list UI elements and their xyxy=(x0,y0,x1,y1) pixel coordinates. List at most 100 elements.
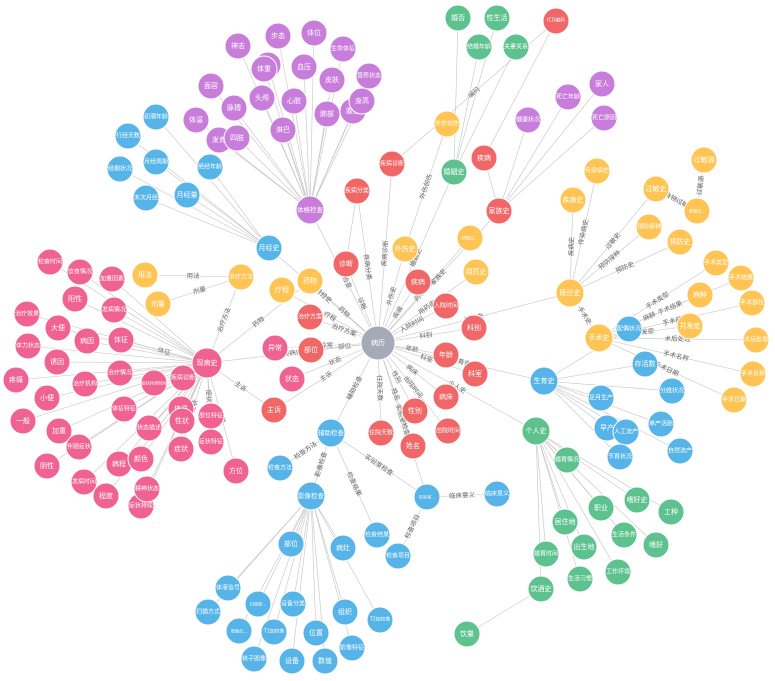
node-n_p3[interactable]: 加重因素 xyxy=(98,265,126,293)
node-circle[interactable] xyxy=(66,258,94,286)
node-circle[interactable] xyxy=(260,396,288,424)
node-n_yingxiangjiancha[interactable]: 影像检查 xyxy=(296,481,326,511)
node-n_chuanranbing[interactable]: 传染病史 xyxy=(583,157,611,185)
node-n_i1[interactable]: 部位 xyxy=(277,530,305,558)
node-n_j1[interactable]: 疾病 xyxy=(470,144,498,172)
node-circle[interactable] xyxy=(191,347,223,379)
node-n_p15[interactable]: 加重 xyxy=(45,417,73,445)
node-n_jianchaxiangmu[interactable]: 检查项目 xyxy=(384,542,412,570)
node-circle[interactable] xyxy=(343,177,371,205)
node-circle[interactable] xyxy=(742,326,770,354)
node-circle[interactable] xyxy=(296,481,326,511)
node-n_i10[interactable]: 数值 xyxy=(311,647,339,675)
node-circle[interactable] xyxy=(227,263,255,291)
node-circle[interactable] xyxy=(44,314,72,342)
node-circle[interactable] xyxy=(110,395,138,423)
node-n_p7[interactable]: 大便 xyxy=(44,314,72,342)
node-circle[interactable] xyxy=(666,437,694,465)
node-circle[interactable] xyxy=(587,384,615,412)
node-n_yufang[interactable]: 预防史 xyxy=(666,228,694,256)
node-circle[interactable] xyxy=(676,312,704,340)
node-circle[interactable] xyxy=(606,443,634,471)
node-n_v4[interactable]: 体位 xyxy=(300,19,328,47)
node-n_i2[interactable]: 病灶 xyxy=(329,534,357,562)
node-n_jianchajieguo[interactable]: 检查结果 xyxy=(363,521,391,549)
node-circle[interactable] xyxy=(434,417,462,445)
node-circle[interactable] xyxy=(583,157,611,185)
node-n_v6[interactable]: 体温 xyxy=(182,106,210,134)
node-circle[interactable] xyxy=(131,261,159,289)
node-circle[interactable] xyxy=(279,590,307,618)
node-circle[interactable] xyxy=(144,290,172,318)
node-n_v11[interactable]: 营养状态 xyxy=(355,62,383,90)
node-n_jianchafangfa[interactable]: 检查方法 xyxy=(266,454,294,482)
node-circle[interactable] xyxy=(182,106,210,134)
node-circle[interactable] xyxy=(107,326,135,354)
node-circle[interactable] xyxy=(297,336,325,364)
node-n_p30[interactable]: 治疗情况 xyxy=(106,359,134,387)
node-circle[interactable] xyxy=(348,87,376,115)
node-circle[interactable] xyxy=(553,446,581,474)
node-n_p5[interactable]: 发病情况 xyxy=(100,296,128,324)
node-n_guomin[interactable]: 过敏源 xyxy=(690,146,718,174)
node-n_b4[interactable]: 经期状况 xyxy=(106,155,134,183)
node-n_yichang[interactable]: 异常 xyxy=(261,334,289,362)
node-circle[interactable] xyxy=(197,402,225,430)
node-n_kebie[interactable]: 科别 xyxy=(460,314,488,342)
node-n_s3[interactable]: 存活数 xyxy=(631,350,659,378)
node-circle[interactable] xyxy=(290,53,318,81)
node-n_g4[interactable]: 工种 xyxy=(657,498,685,526)
node-circle[interactable] xyxy=(658,377,686,405)
node-circle[interactable] xyxy=(45,417,73,445)
node-n_g9[interactable]: 工作环境 xyxy=(604,558,632,586)
node-n_v18[interactable]: 淋巴 xyxy=(269,116,297,144)
node-n_zhiliaofangan[interactable]: 治疗方案 xyxy=(296,303,324,331)
node-center[interactable]: 病历 xyxy=(360,325,396,361)
node-circle[interactable] xyxy=(295,195,325,225)
node-circle[interactable] xyxy=(260,618,288,646)
node-n_tizheng[interactable]: 体征 xyxy=(107,326,135,354)
node-circle[interactable] xyxy=(338,634,366,662)
node-circle[interactable] xyxy=(378,150,406,178)
node-n_linchuang[interactable]: 临床意义 xyxy=(483,480,511,508)
node-circle[interactable] xyxy=(391,235,419,263)
node-n_g11[interactable]: 生活习惯 xyxy=(566,565,594,593)
node-n_p22[interactable]: 体征特征 xyxy=(110,395,138,423)
node-circle[interactable] xyxy=(332,250,360,278)
node-circle[interactable] xyxy=(70,468,98,496)
node-circle[interactable] xyxy=(240,645,268,673)
node-n_v20[interactable]: 身高 xyxy=(348,87,376,115)
node-n_v5[interactable]: 生命体征 xyxy=(329,35,357,63)
node-circle[interactable] xyxy=(587,494,615,522)
node-n_v15[interactable]: 肺部 xyxy=(313,100,341,128)
node-circle[interactable] xyxy=(61,285,89,313)
node-n_h4[interactable]: 夫妻关系 xyxy=(502,33,530,61)
node-circle[interactable] xyxy=(739,360,767,388)
node-circle[interactable] xyxy=(133,475,161,503)
node-n_ruyuanshijian[interactable]: 入院时间 xyxy=(432,292,460,320)
node-circle[interactable] xyxy=(462,258,490,286)
node-circle[interactable] xyxy=(127,445,155,473)
node-n_jiliang[interactable]: 剂量 xyxy=(144,290,172,318)
node-circle[interactable] xyxy=(278,365,306,393)
node-circle[interactable] xyxy=(456,224,484,252)
node-n_shoushuriqi[interactable]: 手术日期 xyxy=(720,386,748,414)
node-circle[interactable] xyxy=(532,540,560,568)
node-circle[interactable] xyxy=(220,94,248,122)
node-circle[interactable] xyxy=(485,197,513,225)
node-circle[interactable] xyxy=(311,647,339,675)
node-circle[interactable] xyxy=(588,70,616,98)
node-circle[interactable] xyxy=(225,617,253,645)
node-n_shengyushi[interactable]: 生育史 xyxy=(529,366,559,396)
node-n_g10[interactable]: 婚育时间 xyxy=(532,540,560,568)
node-circle[interactable] xyxy=(224,32,252,60)
node-circle[interactable] xyxy=(331,598,359,626)
node-n_p11[interactable]: 治疗机构 xyxy=(71,370,99,398)
node-circle[interactable] xyxy=(36,248,64,276)
node-circle[interactable] xyxy=(720,386,748,414)
node-circle[interactable] xyxy=(554,83,582,111)
node-circle[interactable] xyxy=(100,296,128,324)
node-circle[interactable] xyxy=(296,303,324,331)
node-circle[interactable] xyxy=(521,416,551,446)
